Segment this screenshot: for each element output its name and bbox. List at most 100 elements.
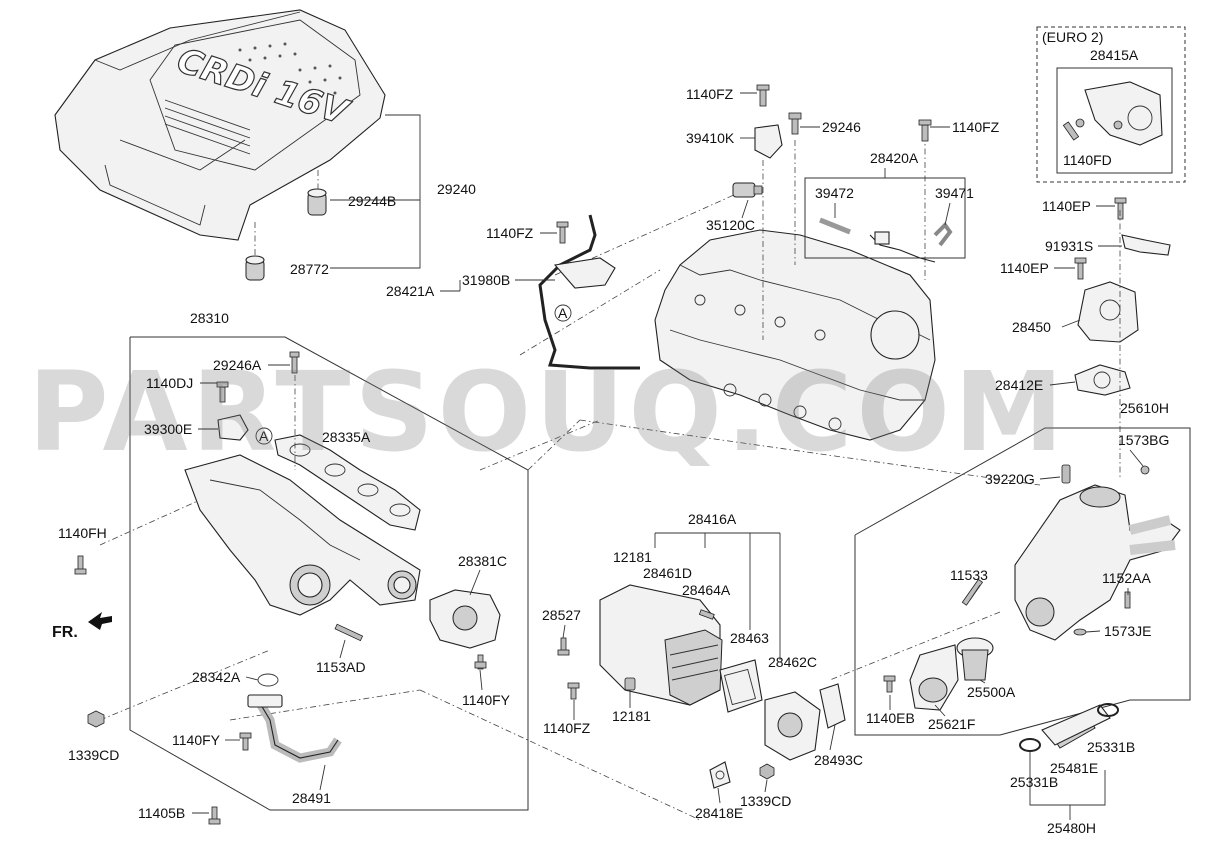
grommet-28772[interactable]	[245, 255, 265, 281]
gasket-28412e[interactable]	[1074, 364, 1131, 396]
part-label[interactable]: 28335A	[322, 429, 371, 445]
part-label[interactable]: 1339CD	[740, 793, 791, 809]
part-label[interactable]: 1573BG	[1118, 432, 1169, 448]
part-label[interactable]: 29240	[437, 181, 476, 197]
bolt-1140fh[interactable]	[74, 555, 87, 575]
part-label[interactable]: 12181	[612, 708, 651, 724]
bracket-28415a[interactable]	[1084, 81, 1163, 146]
part-label[interactable]: 28491	[292, 790, 331, 806]
part-label[interactable]: 1140FY	[172, 732, 221, 748]
part-label[interactable]: 1140FZ	[543, 720, 591, 736]
part-label[interactable]: 25331B	[1087, 739, 1135, 755]
cylinder-head[interactable]	[654, 229, 936, 441]
part-label[interactable]: 28450	[1012, 319, 1051, 335]
part-label[interactable]: 28463	[730, 630, 769, 646]
bolt-11405b[interactable]	[208, 806, 221, 825]
bolt-1140ep-b[interactable]	[1074, 257, 1087, 280]
bracket-91931s[interactable]	[1121, 234, 1171, 256]
hose-39471[interactable]	[933, 221, 953, 247]
part-label[interactable]: 39410K	[686, 130, 735, 146]
part-label[interactable]: 25621F	[928, 716, 975, 732]
part-label[interactable]: 25500A	[967, 684, 1016, 700]
part-label[interactable]: 1140DJ	[146, 375, 193, 391]
part-label[interactable]: 91931S	[1045, 238, 1093, 254]
throttle-body-28381c[interactable]	[429, 589, 501, 649]
temp-sensor-39220g[interactable]	[1061, 464, 1071, 484]
part-label[interactable]: 1140EP	[1000, 260, 1049, 276]
part-label[interactable]: 28464A	[682, 582, 731, 598]
part-label[interactable]: 28418E	[695, 805, 743, 821]
pin-1152aa[interactable]	[1124, 591, 1131, 609]
bolt-28464a[interactable]	[698, 609, 715, 620]
part-label[interactable]: 25481E	[1050, 760, 1098, 776]
map-sensor-39300e[interactable]	[217, 414, 249, 441]
nut-12181-b[interactable]	[624, 677, 636, 691]
part-label[interactable]: 28527	[542, 607, 581, 623]
part-label[interactable]: 1573JE	[1104, 623, 1151, 639]
stud-1153ad[interactable]	[334, 623, 364, 642]
stud-29246a[interactable]	[289, 351, 300, 374]
part-label[interactable]: 1140FZ	[686, 86, 734, 102]
bolt-1140fz-c[interactable]	[556, 221, 569, 244]
grommet-29244b[interactable]	[307, 188, 327, 216]
bolt-1140fy-a[interactable]	[474, 654, 487, 670]
intake-manifold[interactable]	[184, 454, 421, 616]
nut-1339cd-a[interactable]	[87, 710, 105, 728]
part-label[interactable]: 25331B	[1010, 774, 1058, 790]
part-label[interactable]: 28421A	[386, 283, 435, 299]
part-label[interactable]: 1140FZ	[952, 119, 1000, 135]
egr-valve-28450[interactable]	[1077, 281, 1139, 343]
thermostat-25500a[interactable]	[956, 637, 994, 681]
thermostat-housing-25621f[interactable]	[909, 644, 959, 711]
part-label[interactable]: 1339CD	[68, 747, 119, 763]
bolt-1140fd[interactable]	[1062, 118, 1085, 141]
part-label[interactable]: 35120C	[706, 217, 755, 233]
nut-1339cd-b[interactable]	[759, 763, 775, 780]
bolt-1140fy-b[interactable]	[239, 732, 252, 751]
pipe-31980b[interactable]	[538, 214, 640, 370]
hose-25481e[interactable]	[1041, 704, 1111, 749]
part-label[interactable]: 39472	[815, 185, 854, 201]
part-label[interactable]: 28461D	[643, 565, 692, 581]
part-label[interactable]: 1152AA	[1102, 570, 1151, 586]
part-label[interactable]: 28412E	[995, 377, 1043, 393]
part-label[interactable]: 25480H	[1047, 820, 1096, 836]
part-label[interactable]: 28462C	[768, 654, 817, 670]
bolt-1140dj[interactable]	[216, 381, 229, 403]
part-label[interactable]: 29246A	[213, 357, 262, 373]
engine-cover[interactable]: CRDi 16V	[54, 9, 386, 241]
part-label[interactable]: 1140FY	[462, 692, 511, 708]
manifold-gasket-28335a[interactable]	[274, 434, 421, 531]
hose-39472[interactable]	[819, 217, 936, 263]
bolt-1140ep-a[interactable]	[1114, 197, 1127, 220]
pipe-28491[interactable]	[247, 694, 342, 763]
part-label[interactable]: 28415A	[1090, 47, 1139, 63]
part-label[interactable]: 1140FH	[58, 525, 107, 541]
o-ring-28342a[interactable]	[257, 673, 279, 687]
gasket-28418e[interactable]	[709, 761, 731, 789]
part-label[interactable]: 11533	[950, 567, 988, 583]
part-label[interactable]: 1140FZ	[486, 225, 534, 241]
part-label[interactable]: 29246	[822, 119, 861, 135]
gasket-28463[interactable]	[719, 659, 763, 713]
bolt-1140fz-a[interactable]	[756, 84, 770, 107]
stud-11533[interactable]	[961, 578, 984, 606]
sensor-35120c[interactable]	[732, 182, 763, 198]
bolt-1140fz-d[interactable]	[567, 682, 580, 700]
plug-1573bg[interactable]	[1140, 465, 1150, 475]
part-label[interactable]: 31980B	[462, 272, 510, 288]
bracket-39410k[interactable]	[754, 124, 783, 159]
gasket-28493c[interactable]	[819, 683, 846, 729]
bolt-29246[interactable]	[788, 112, 802, 135]
plug-1573je[interactable]	[1073, 628, 1087, 636]
part-label[interactable]: 28310	[190, 310, 229, 326]
bolt-28527[interactable]	[557, 637, 570, 656]
part-label[interactable]: 1140EP	[1042, 198, 1091, 214]
clamp-25331b-b[interactable]	[1097, 703, 1119, 717]
part-label[interactable]: 28493C	[814, 752, 863, 768]
part-label[interactable]: 39300E	[144, 421, 192, 437]
part-label[interactable]: 28416A	[688, 511, 737, 527]
part-label[interactable]: 29244B	[348, 193, 396, 209]
part-label[interactable]: 28381C	[458, 553, 507, 569]
part-label[interactable]: 28772	[290, 261, 329, 277]
